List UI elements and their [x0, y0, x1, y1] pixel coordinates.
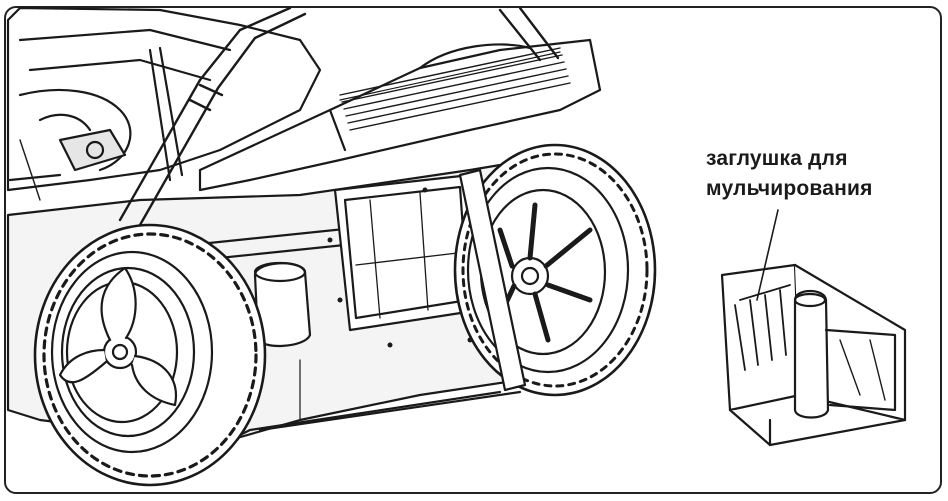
mulching-plug-icon: [720, 263, 907, 447]
engine-area: [6, 6, 322, 201]
rear-flap: [198, 38, 602, 192]
callout-leader-line: [756, 209, 779, 301]
label-line-1: заглушка для: [706, 147, 848, 170]
mulching-plug-label: заглушка для мульчирования: [706, 144, 936, 204]
handle-tubes: [118, 6, 560, 227]
label-line-2: мульчирования: [706, 177, 873, 200]
side-strut: [458, 168, 527, 392]
front-wheel: [33, 223, 267, 487]
